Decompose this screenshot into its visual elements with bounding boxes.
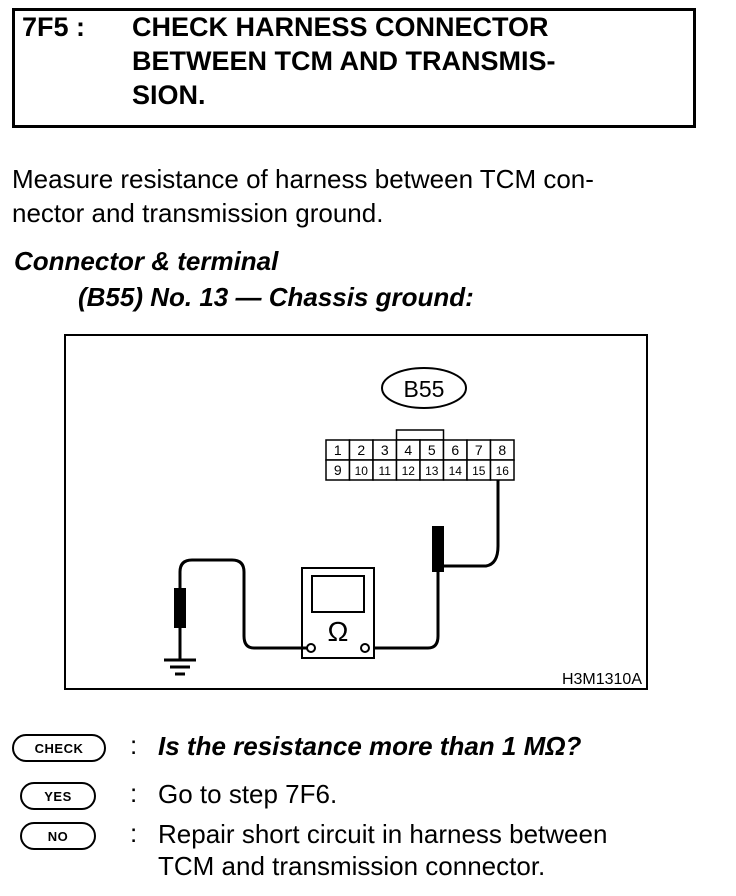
connector-detail: (B55) No. 13 — Chassis ground: [78,282,474,312]
probe-wire-left [178,558,307,660]
connector-pin-label: 1 [334,442,342,458]
connector-pin-label: 7 [475,442,483,458]
no-colon: : [130,818,138,848]
ohmmeter-symbol: Ω [328,616,349,647]
connector-pin-label: 9 [334,462,342,478]
connector-pin-label: 14 [449,464,463,478]
check-colon: : [130,730,138,760]
step-header-box [12,8,696,128]
connector-pin-label: 3 [381,442,389,458]
step-title: CHECK HARNESS CONNECTOR BETWEEN TCM AND … [132,12,556,110]
connector-label-ellipse [381,367,467,409]
probe-left [174,588,186,628]
yes-colon: : [130,778,138,808]
step-number: 7F5 : [22,12,86,42]
no-badge: NO [20,822,96,850]
connector-pin-label: 11 [379,464,392,478]
check-badge: CHECK [12,734,106,762]
yes-badge: YES [20,782,96,810]
meter-terminal-right [360,643,370,653]
probe-right [432,526,444,572]
connector-pin-label: 8 [498,442,506,458]
connector-pin-cell [489,459,515,481]
probe-wire-right [371,480,500,650]
connector-pin-label: 16 [496,464,510,478]
connector-label: B55 [404,376,445,402]
connector-pin-label: 10 [355,464,369,478]
no-answer: Repair short circuit in harness between … [158,819,608,881]
ohmmeter-display [311,575,365,613]
connector-heading: Connector & terminal [14,246,279,276]
check-question: Is the resistance more than 1 MΩ? [158,731,582,761]
connector-pin-label: 2 [357,442,365,458]
connector-pin-label: 5 [428,442,436,458]
connector-pin-label: 13 [425,464,439,478]
figure-code: H3M1310A [562,671,642,688]
meter-terminal-left [306,643,316,653]
connector-pin-label: 15 [472,464,486,478]
connector-latch [395,429,445,441]
connector-pin-label: 6 [451,442,459,458]
connector-pin-label: 4 [404,442,412,458]
connector-pin-label: 12 [402,464,416,478]
instruction-text: Measure resistance of harness between TC… [12,164,594,228]
yes-answer: Go to step 7F6. [158,779,338,809]
